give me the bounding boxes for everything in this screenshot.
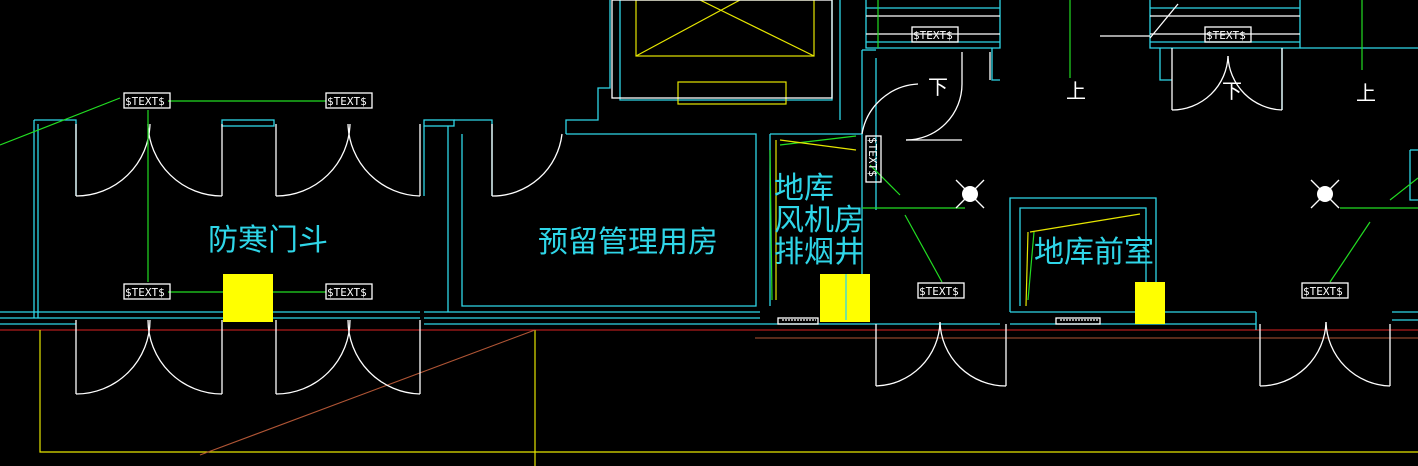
text-tag: $TEXT$ [917, 282, 965, 299]
columns [223, 274, 1165, 324]
text-tag-label: $TEXT$ [913, 29, 953, 42]
text-tag-label: $TEXT$ [327, 95, 367, 108]
light-fixture-icon [1310, 179, 1340, 209]
text-tag-label: $TEXT$ [1303, 285, 1343, 298]
room-label-yuliu: 预留管理用房 [538, 225, 718, 260]
vent-grilles [777, 317, 1101, 325]
doors [75, 48, 1391, 395]
axis-lines [0, 329, 1418, 466]
stair-label: 上 [1356, 81, 1376, 105]
text-tag: $TEXT$ [911, 26, 959, 43]
text-tag: $TEXT$ [123, 92, 171, 109]
column [223, 274, 273, 322]
column [820, 274, 870, 322]
text-tag-label: $TEXT$ [125, 95, 165, 108]
text-tag-label: $TEXT$ [866, 137, 879, 177]
text-tag-vertical: $TEXT$ [865, 135, 882, 183]
text-tag: $TEXT$ [1204, 26, 1252, 43]
text-tag: $TEXT$ [325, 283, 373, 300]
room-label-diku: 地库 [774, 171, 834, 206]
walls [0, 0, 1418, 330]
stair-label: 上 [1066, 79, 1086, 103]
text-tag: $TEXT$ [123, 283, 171, 300]
text-tag-label: $TEXT$ [327, 286, 367, 299]
elevator-shaft [611, 0, 833, 105]
stair-rails [866, 0, 1363, 78]
stair-label: 下 [1222, 79, 1242, 103]
stair-label: 下 [928, 75, 948, 99]
column [1135, 282, 1165, 324]
room-label-qianshi: 地库前室 [1034, 235, 1154, 270]
text-tag-label: $TEXT$ [1206, 29, 1246, 42]
room-label-fanghan: 防寒门斗 [208, 223, 328, 258]
light-fixture-icon [955, 179, 985, 209]
room-label-fengjifang: 风机房 [774, 203, 864, 238]
text-tag-label: $TEXT$ [919, 285, 959, 298]
text-tag: $TEXT$ [325, 92, 373, 109]
wiring [0, 3, 1418, 307]
text-tag: $TEXT$ [1301, 282, 1349, 299]
text-tag-label: $TEXT$ [125, 286, 165, 299]
room-label-paiyanjing: 排烟井 [774, 235, 864, 270]
